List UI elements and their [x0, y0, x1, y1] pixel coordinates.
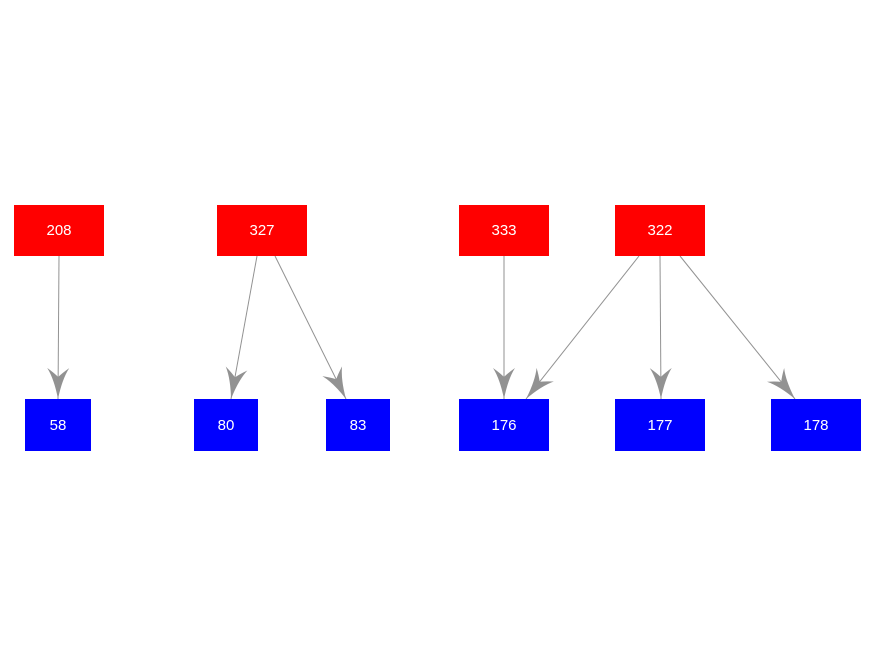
node-83: 83	[326, 399, 390, 451]
edge-327-80	[225, 255, 258, 400]
edge-322-176	[525, 255, 640, 400]
edge-322-177	[649, 255, 672, 400]
node-177: 177	[615, 399, 705, 451]
node-178: 178	[771, 399, 861, 451]
node-58: 58	[25, 399, 91, 451]
edge-208-58	[47, 255, 70, 400]
node-208: 208	[14, 205, 104, 256]
edge-327-83	[274, 255, 347, 400]
edge-group	[47, 255, 796, 400]
edge-322-178	[679, 255, 796, 400]
node-333: 333	[459, 205, 549, 256]
node-80: 80	[194, 399, 258, 451]
node-322: 322	[615, 205, 705, 256]
node-327: 327	[217, 205, 307, 256]
node-176: 176	[459, 399, 549, 451]
